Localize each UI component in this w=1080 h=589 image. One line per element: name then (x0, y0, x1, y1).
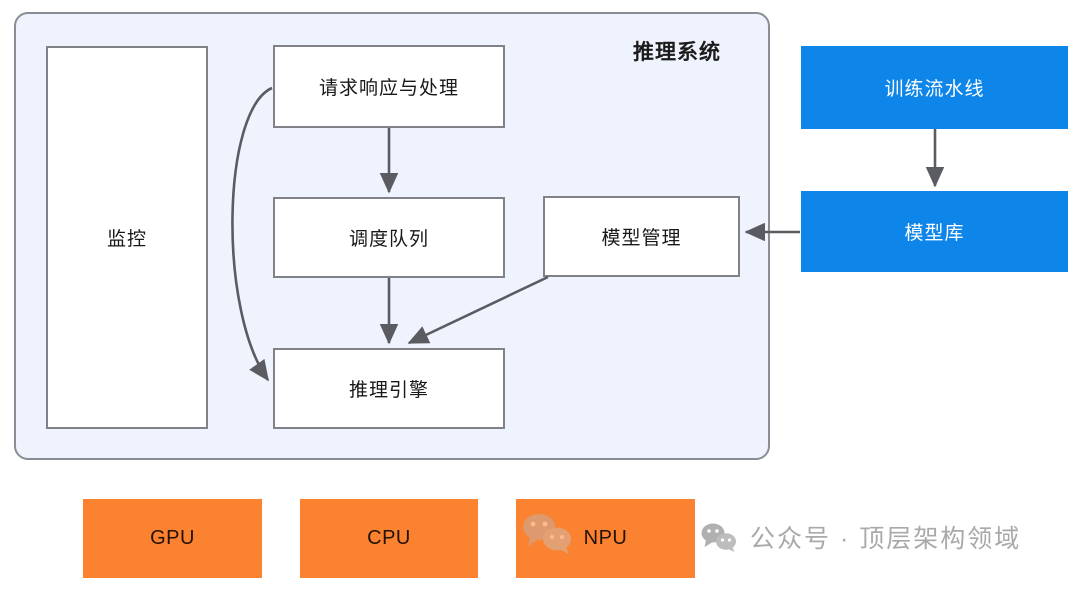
watermark-text: 公众号 · 顶层架构领域 (750, 525, 1022, 553)
node-gpu[interactable]: GPU (83, 499, 262, 578)
node-model-repository[interactable]: 模型库 (801, 191, 1068, 272)
node-training-pipeline[interactable]: 训练流水线 (801, 46, 1068, 129)
watermark: 公众号 · 顶层架构领域 (700, 519, 1021, 555)
node-inference-engine[interactable]: 推理引擎 (273, 348, 505, 429)
node-monitor[interactable]: 监控 (46, 46, 208, 429)
node-cpu[interactable]: CPU (300, 499, 478, 578)
node-request-response[interactable]: 请求响应与处理 (273, 45, 505, 128)
node-model-management[interactable]: 模型管理 (543, 196, 740, 277)
node-npu[interactable]: NPU (516, 499, 695, 578)
inference-system-title: 推理系统 (633, 41, 721, 64)
node-scheduling-queue[interactable]: 调度队列 (273, 197, 505, 278)
wechat-icon (701, 523, 736, 552)
wechat-icon (523, 514, 571, 554)
